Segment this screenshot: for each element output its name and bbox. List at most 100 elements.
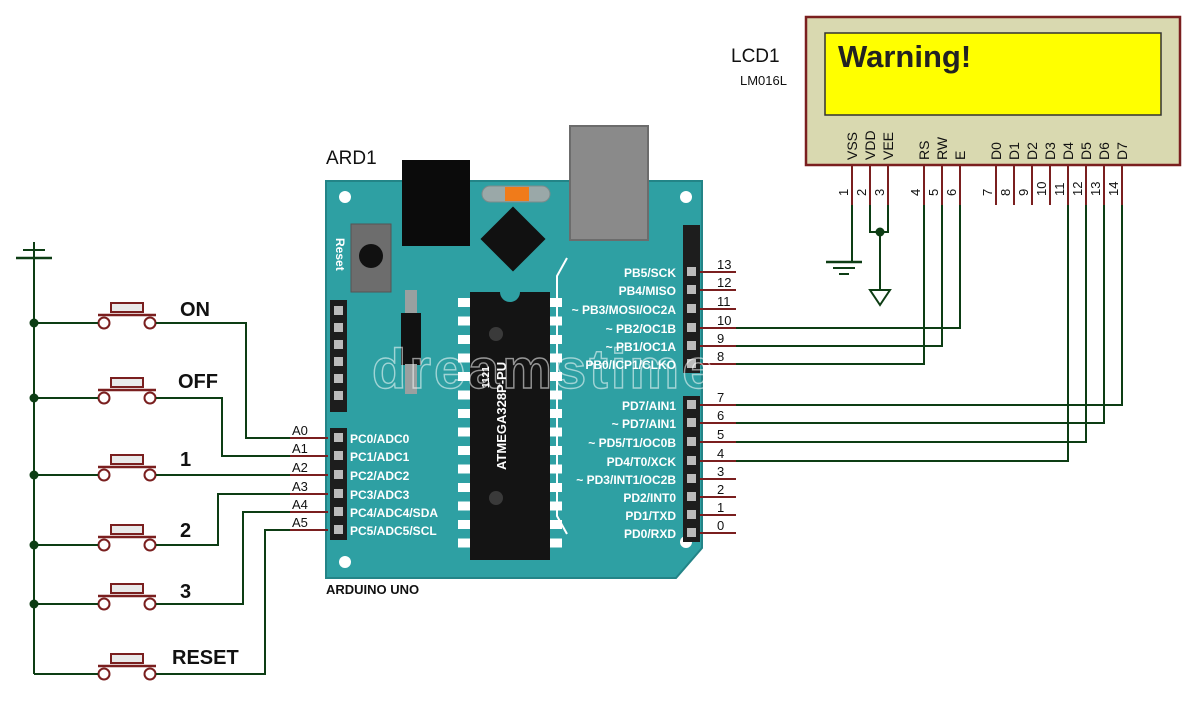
push-button-off[interactable]	[97, 377, 157, 405]
digital-pin-number: 1	[717, 500, 724, 515]
button-signal-wire	[156, 529, 290, 675]
lcd-pin-label: VSS	[844, 132, 860, 160]
digital-pin-label: ~ PD7/AIN1	[612, 417, 677, 431]
button-label: OFF	[178, 371, 218, 393]
lcd-pin-number: 5	[926, 189, 941, 196]
chip-leg	[458, 372, 472, 381]
analog-pin-name: A4	[292, 497, 308, 512]
lcd-pin-label: D5	[1078, 142, 1094, 160]
header-pin	[334, 340, 343, 349]
digital-pin-number: 8	[717, 349, 724, 364]
digital-pin-label: ~ PB1/OC1A	[606, 340, 677, 354]
lcd-pin-number: 9	[1016, 189, 1031, 196]
digital-pin-number: 11	[717, 294, 731, 309]
chip-leg	[548, 372, 562, 381]
analog-pin-name: A1	[292, 441, 308, 456]
chip-leg	[458, 390, 472, 400]
lcd-pin-number: 8	[998, 189, 1013, 196]
chip-label: ATMEGA328P-PU	[494, 362, 509, 470]
digital-pin-label: PB5/SCK	[624, 266, 676, 280]
atmega-chip	[470, 292, 550, 560]
lcd-message: Warning!	[838, 39, 971, 74]
button-label: 3	[180, 581, 191, 603]
header-pin	[687, 474, 696, 483]
chip-leg	[458, 446, 472, 455]
push-button-on[interactable]	[97, 302, 157, 330]
chip-leg	[458, 335, 472, 344]
button-signal-wire	[156, 397, 290, 457]
header-pin	[334, 451, 343, 460]
digital-pin-label: PD0/RXD	[624, 527, 676, 541]
lcd-pin-label: D2	[1024, 142, 1040, 160]
digital-pin-number: 2	[717, 482, 724, 497]
lcd-pin-number: 11	[1052, 183, 1067, 197]
lcd-pin-label: RW	[934, 136, 950, 160]
analog-pin-name: A2	[292, 460, 308, 475]
ground-symbol-lcd	[826, 260, 862, 275]
header-pin	[334, 433, 343, 442]
digital-pin-number: 5	[717, 427, 724, 442]
push-button-1[interactable]	[97, 454, 157, 482]
chip-leg	[548, 446, 562, 455]
digital-pin-label: PD2/INT0	[623, 491, 676, 505]
header-pin	[334, 470, 343, 479]
header-pin	[687, 323, 696, 332]
lcd-pin-number: 6	[944, 189, 959, 196]
lcd-rs-wire	[736, 205, 925, 365]
chip-leg	[458, 464, 472, 474]
digital-pin-label: PB4/MISO	[619, 284, 676, 298]
lcd-pin-number: 7	[980, 189, 995, 196]
header-pin	[334, 525, 343, 534]
header-pin	[334, 391, 343, 400]
header-pin	[687, 437, 696, 446]
arduino-reference: ARD1	[326, 148, 377, 169]
chip-leg	[458, 316, 472, 326]
lcd-pin-label: VDD	[862, 130, 878, 160]
digital-header-top	[683, 225, 700, 373]
chip-code: 1121	[481, 366, 492, 388]
analog-pin-name: A5	[292, 515, 308, 530]
push-button-3[interactable]	[97, 583, 157, 611]
analog-pin-label: PC5/ADC5/SCL	[350, 524, 437, 538]
header-pin	[687, 285, 696, 294]
push-button-reset[interactable]	[97, 653, 157, 681]
chip-leg	[458, 298, 472, 307]
lcd-pins: VSS1VDD2VEE3RS4RW5E6D07D18D29D310D411D51…	[836, 130, 1130, 205]
lcd-pin-label: VEE	[880, 132, 896, 160]
arduino-board[interactable]: Reset 1121 ATMEGA328P-PU	[325, 125, 703, 579]
lcd-pin-label: RS	[916, 141, 932, 160]
digital-pin-number: 3	[717, 464, 724, 479]
analog-pin-name: A3	[292, 479, 308, 494]
lcd-module[interactable]: Warning!	[804, 15, 1182, 167]
power-arrow-lcd	[868, 289, 892, 307]
digital-pin-label: PD4/T0/XCK	[607, 455, 677, 469]
lcd-pin-label: D1	[1006, 142, 1022, 160]
chip-leg	[548, 427, 562, 437]
chip-leg	[548, 501, 562, 511]
lcd-pin-label: D3	[1042, 142, 1058, 160]
lcd-pin-number: 1	[836, 189, 851, 196]
push-button-2[interactable]	[97, 524, 157, 552]
lcd-pin-label: D6	[1096, 142, 1112, 160]
digital-pin-number: 4	[717, 446, 724, 461]
chip-leg	[548, 298, 562, 307]
lcd-d4-wire	[736, 205, 1069, 462]
digital-pin-number: 10	[717, 313, 731, 328]
button-signal-wire	[156, 511, 290, 605]
button-label: 2	[180, 520, 191, 542]
usb-chip	[480, 206, 546, 272]
ground-symbol-left	[16, 242, 52, 260]
chip-leg	[548, 464, 562, 474]
lcd-rs-alt-wire	[736, 205, 943, 347]
lcd-e-wire	[736, 205, 961, 329]
digital-pin-label: ~ PB2/OC1B	[606, 322, 677, 336]
header-pin	[334, 357, 343, 366]
lcd-pin-label: D7	[1114, 142, 1130, 160]
lcd-pin-number: 4	[908, 189, 923, 196]
watermark: dreamstime	[372, 337, 716, 400]
digital-pin-number: 6	[717, 408, 724, 423]
digital-header-bottom	[683, 396, 700, 542]
lcd-pin-label: E	[952, 151, 968, 160]
